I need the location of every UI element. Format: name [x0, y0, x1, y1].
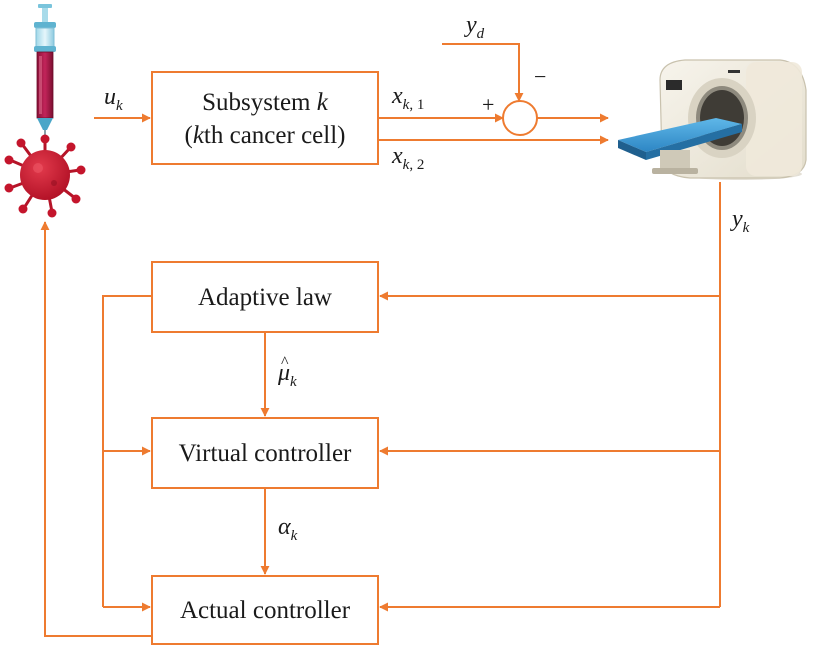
label-y-k: yk [730, 206, 750, 236]
plus-sign: + [482, 92, 494, 117]
adaptive-law-bypass-line [102, 295, 152, 607]
adaptive-law-label: Adaptive law [198, 284, 332, 311]
label-u-k: uk [104, 84, 123, 114]
cancer-cell-icon [4, 134, 86, 218]
adaptive-law-block [151, 261, 379, 333]
syringe-icon [34, 4, 56, 150]
actual-controller-label: Actual controller [180, 597, 351, 624]
subsystem-subtitle: (kth cancer cell) [184, 122, 345, 149]
mu-hat-accent: ^ [281, 354, 289, 371]
yd-arrow [442, 43, 524, 102]
actual-controller-block [151, 575, 379, 645]
subsystem-title: Subsystem k [202, 89, 329, 116]
control-output-arrow [40, 221, 152, 637]
summing-junction [502, 100, 538, 136]
virtual-controller-block [151, 417, 379, 489]
label-alpha-k: αk [278, 514, 298, 544]
mri-scanner-icon [618, 59, 807, 180]
label-x-k2: xk, 2 [391, 143, 424, 173]
label-mu-hat-k: μk [277, 360, 297, 390]
minus-sign: − [534, 64, 546, 89]
virtual-controller-label: Virtual controller [179, 440, 352, 467]
label-y-d: yd [464, 12, 485, 42]
label-x-k1: xk, 1 [391, 83, 424, 113]
subsystem-block [151, 71, 379, 165]
